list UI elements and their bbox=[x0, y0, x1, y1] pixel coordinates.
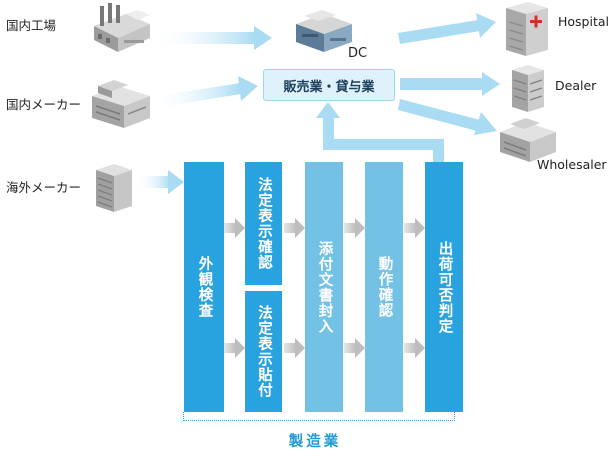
arrow-maker-to-sales bbox=[158, 76, 258, 107]
label-domestic-maker: 国内メーカー bbox=[6, 97, 82, 112]
gray-arrow-6 bbox=[344, 338, 365, 358]
step-legal-display-label: 法定表示貼付 bbox=[245, 291, 282, 412]
gray-arrow-3 bbox=[284, 218, 305, 238]
factory-icon bbox=[94, 3, 150, 52]
label-dc: DC bbox=[348, 46, 368, 61]
manufacturing-label: 製造業 bbox=[288, 434, 342, 450]
gray-arrow-7 bbox=[404, 218, 425, 238]
label-dealer: Dealer bbox=[555, 78, 597, 93]
label-hospital: Hospital bbox=[558, 14, 610, 29]
label-wholesaler: Wholesaler bbox=[537, 157, 607, 172]
label-domestic-factory: 国内工場 bbox=[6, 18, 57, 33]
arrow-sales-to-wholesaler bbox=[398, 99, 497, 135]
gray-arrow-8 bbox=[404, 338, 425, 358]
hospital-icon bbox=[506, 2, 548, 56]
dc-warehouse-icon bbox=[296, 10, 352, 52]
maker-building-icon bbox=[92, 80, 150, 128]
dealer-icon bbox=[512, 65, 544, 112]
manufacturing-bracket bbox=[183, 412, 455, 421]
gray-arrow-5 bbox=[344, 218, 365, 238]
arrow-factory-to-dc bbox=[160, 26, 272, 50]
label-overseas-maker: 海外メーカー bbox=[6, 180, 82, 195]
arrow-dc-to-hospital bbox=[398, 13, 496, 44]
gray-arrow-1 bbox=[224, 218, 245, 238]
step-operation-check: 動作確認 bbox=[365, 162, 403, 412]
arrow-release-to-sales bbox=[316, 102, 444, 162]
arrow-overseas-to-inspection bbox=[140, 170, 184, 194]
step-release-decision: 出荷可否判定 bbox=[425, 162, 463, 412]
step-legal-display-check: 法定表示確認 bbox=[245, 162, 282, 285]
step-external-inspection: 外観検査 bbox=[184, 162, 224, 412]
step-document-enclosure: 添付文書封入 bbox=[305, 162, 343, 412]
gray-arrow-2 bbox=[224, 338, 245, 358]
gray-arrow-4 bbox=[284, 338, 305, 358]
sales-rental-box: 販売業・貸与業 bbox=[263, 69, 395, 101]
wholesaler-icon bbox=[500, 118, 556, 162]
arrow-sales-to-dealer bbox=[400, 72, 500, 96]
tower-building-icon bbox=[96, 164, 132, 212]
